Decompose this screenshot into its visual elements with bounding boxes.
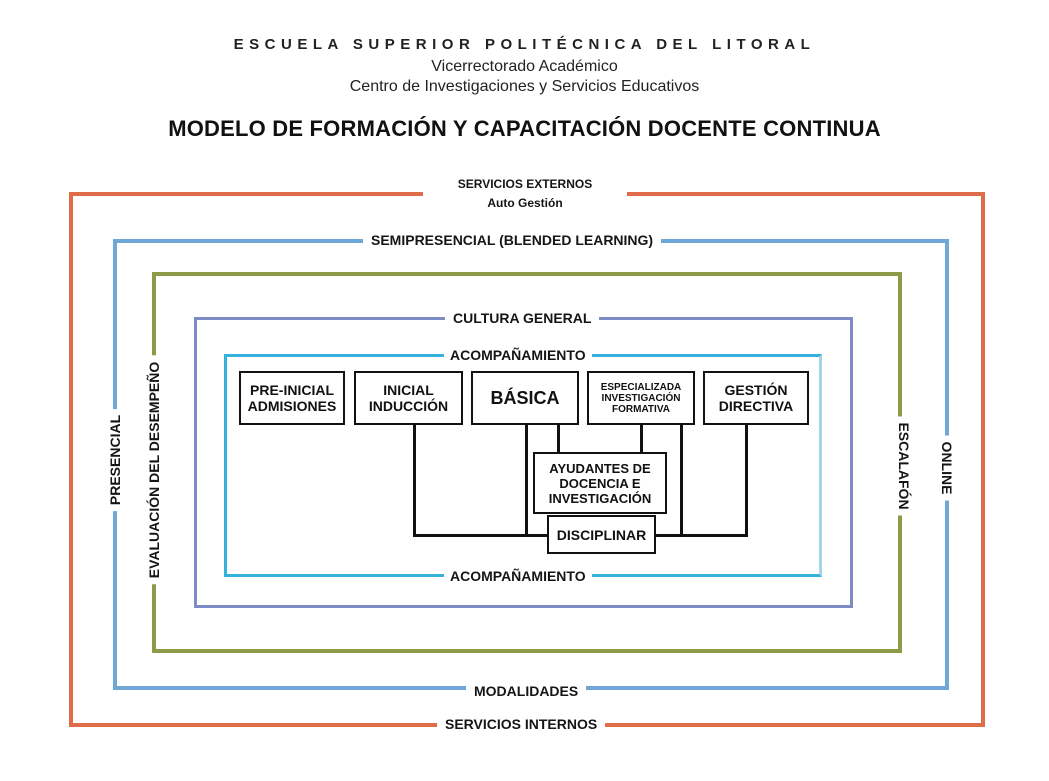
accompaniment-bottom-label: ACOMPAÑAMIENTO: [444, 568, 592, 585]
management-box: GESTIÓN DIRECTIVA: [703, 371, 809, 425]
escalafon-label: ESCALAFÓN: [896, 416, 912, 516]
connector-line: [557, 424, 560, 453]
box-line: ADMISIONES: [247, 398, 337, 414]
diagram-title: MODELO DE FORMACIÓN Y CAPACITACIÓN DOCEN…: [168, 116, 881, 141]
modalities-label: MODALIDADES: [466, 683, 587, 700]
online-label: ONLINE: [939, 435, 955, 501]
basic-box: BÁSICA: [471, 371, 579, 425]
box-line: AYUDANTES DE: [549, 460, 651, 476]
connector-line: [413, 424, 416, 537]
presencial-label: PRESENCIAL: [107, 408, 123, 512]
connector-line: [745, 424, 748, 537]
external-services-label: SERVICIOS EXTERNOS Auto Gestión: [423, 176, 627, 216]
connector-line: [413, 534, 548, 537]
connector-line: [525, 424, 528, 537]
blended-learning-label: SEMIPRESENCIAL (BLENDED LEARNING): [363, 232, 662, 249]
box-line: ESPECIALIZADA: [600, 381, 682, 393]
performance-evaluation-label: EVALUACIÓN DEL DESEMPEÑO: [146, 355, 162, 585]
connector-line: [640, 424, 643, 453]
accompaniment-top-label: ACOMPAÑAMIENTO: [444, 347, 592, 364]
box-line: DISCIPLINAR: [556, 526, 647, 543]
general-culture-label: CULTURA GENERAL: [445, 310, 600, 327]
self-management-label: Auto Gestión: [487, 196, 563, 210]
box-line: GESTIÓN: [724, 382, 788, 398]
pre-initial-admissions-box: PRE-INICIAL ADMISIONES: [239, 371, 345, 425]
box-line: INVESTIGACIÓN: [601, 392, 681, 404]
teaching-assistants-box: AYUDANTES DE DOCENCIA E INVESTIGACIÓN: [533, 452, 667, 514]
box-line: FORMATIVA: [612, 403, 670, 415]
box-line: DOCENCIA E: [559, 475, 641, 491]
box-line: PRE-INICIAL: [250, 382, 334, 398]
disciplinary-box: DISCIPLINAR: [547, 515, 656, 554]
box-line: DIRECTIVA: [718, 398, 794, 414]
internal-services-label: SERVICIOS INTERNOS: [437, 716, 606, 733]
box-line: INVESTIGACIÓN: [548, 490, 652, 506]
box-line: BÁSICA: [490, 387, 560, 408]
initial-induction-box: INICIAL INDUCCIÓN: [354, 371, 463, 425]
external-services-title: SERVICIOS EXTERNOS: [457, 177, 593, 191]
connector-line: [655, 534, 748, 537]
box-line: INICIAL: [383, 382, 434, 398]
center-label: Centro de Investigaciones y Servicios Ed…: [349, 78, 700, 95]
vicerrectorado-label: Vicerrectorado Académico: [431, 58, 618, 75]
connector-line: [680, 424, 683, 537]
institution-name: ESCUELA SUPERIOR POLITÉCNICA DEL LITORAL: [233, 36, 816, 53]
specialized-research-box: ESPECIALIZADA INVESTIGACIÓN FORMATIVA: [587, 371, 695, 425]
box-line: INDUCCIÓN: [368, 398, 449, 414]
